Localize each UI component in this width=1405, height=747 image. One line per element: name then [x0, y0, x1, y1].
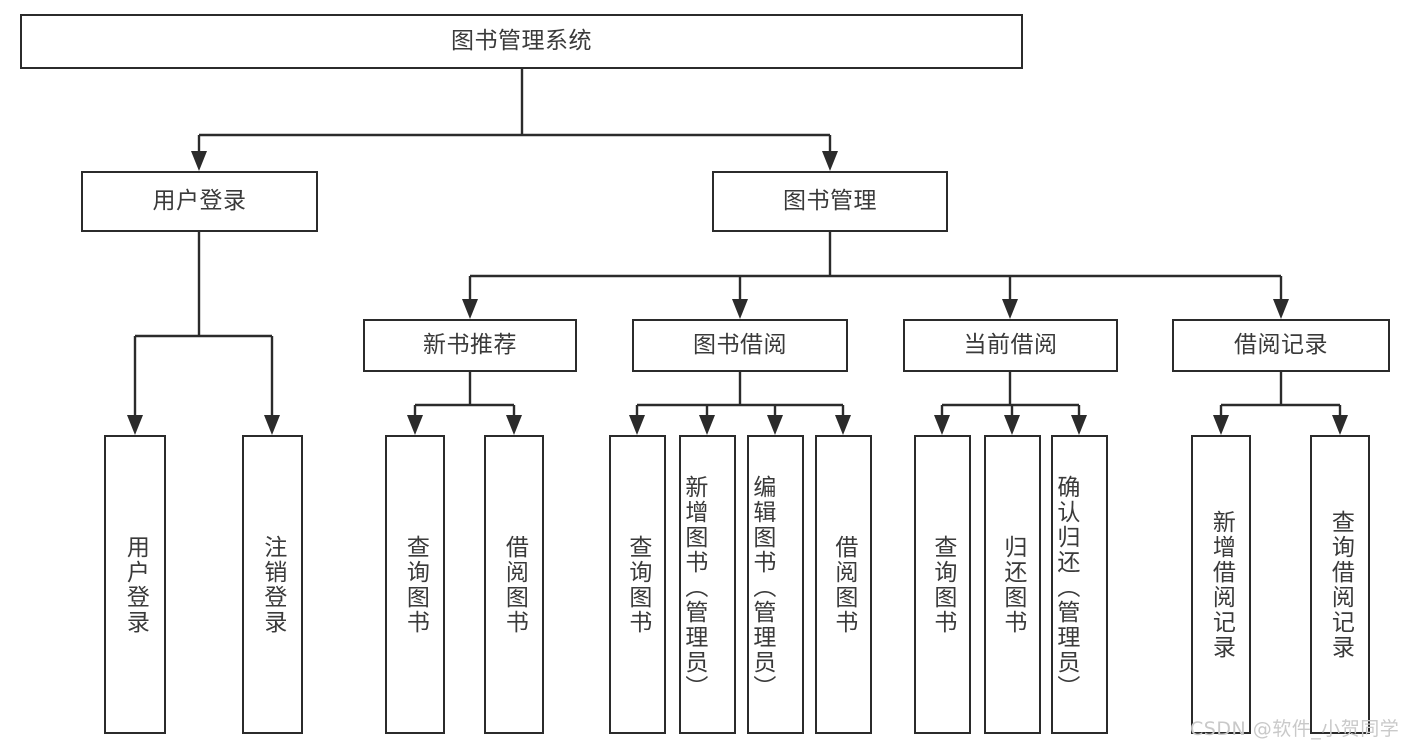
node-label: 编辑图书（管理员）: [748, 475, 775, 700]
node-label: 查询图书: [624, 534, 651, 635]
arrow-head-icon-book-borrow-to-leaves-1: [699, 415, 715, 435]
node-label: 查询借阅记录: [1327, 509, 1354, 660]
node-new-book-recommend: 新书推荐: [363, 319, 577, 372]
arrow-head-icon-current-borrow-to-leaves-1: [1004, 415, 1020, 435]
node-label: 用户登录: [122, 534, 149, 635]
node-label: 借阅图书: [830, 534, 857, 635]
arrow-head-icon-root-to-level2-0: [191, 151, 207, 171]
node-label: 归还图书: [999, 534, 1026, 635]
node-user-login: 用户登录: [81, 171, 318, 232]
node-book-management: 图书管理: [712, 171, 948, 232]
node-leaf-borrow-book-borrow: 借阅图书: [815, 435, 872, 734]
node-label: 新增借阅记录: [1208, 509, 1235, 660]
node-label: 借阅记录: [1234, 332, 1328, 358]
node-label: 注销登录: [259, 534, 286, 635]
arrow-head-icon-root-to-level2-1: [822, 151, 838, 171]
node-label: 当前借阅: [963, 332, 1058, 358]
node-leaf-query-book-recommend: 查询图书: [385, 435, 445, 734]
node-leaf-return-book: 归还图书: [984, 435, 1041, 734]
arrow-head-icon-user-login-to-leaves-1: [264, 415, 280, 435]
arrow-head-icon-current-borrow-to-leaves-0: [934, 415, 950, 435]
arrow-head-icon-book-borrow-to-leaves-3: [835, 415, 851, 435]
node-current-borrow: 当前借阅: [903, 319, 1118, 372]
node-label: 查询图书: [402, 534, 429, 635]
node-leaf-confirm-return-admin: 确认归还（管理员）: [1051, 435, 1108, 734]
node-label: 用户登录: [152, 188, 247, 214]
node-leaf-user-login: 用户登录: [104, 435, 166, 734]
arrow-head-icon-book-management-to-level3-0: [462, 299, 478, 319]
node-label: 新增图书（管理员）: [680, 475, 707, 700]
node-book-borrow: 图书借阅: [632, 319, 848, 372]
node-label: 新书推荐: [423, 332, 517, 358]
node-leaf-logout-login: 注销登录: [242, 435, 303, 734]
node-root: 图书管理系统: [20, 14, 1023, 69]
node-label: 查询图书: [929, 534, 956, 635]
node-leaf-edit-book-admin: 编辑图书（管理员）: [747, 435, 804, 734]
arrow-head-icon-book-management-to-level3-1: [732, 299, 748, 319]
arrow-head-icon-new-book-recommend-to-leaves-1: [506, 415, 522, 435]
node-label: 图书管理系统: [451, 28, 592, 54]
node-leaf-add-book-admin: 新增图书（管理员）: [679, 435, 736, 734]
arrow-head-icon-current-borrow-to-leaves-2: [1071, 415, 1087, 435]
node-leaf-query-book-borrow: 查询图书: [609, 435, 666, 734]
node-label: 图书管理: [783, 188, 877, 214]
arrow-head-icon-book-management-to-level3-2: [1002, 299, 1018, 319]
csdn-watermark: CSDN @软件_小贺同学: [1190, 718, 1400, 740]
arrow-head-icon-user-login-to-leaves-0: [127, 415, 143, 435]
arrow-head-icon-book-borrow-to-leaves-0: [629, 415, 645, 435]
node-label: 借阅图书: [501, 534, 528, 635]
node-label: 图书借阅: [693, 332, 787, 358]
arrow-head-icon-borrow-record-to-leaves-0: [1213, 415, 1229, 435]
arrow-head-icon-new-book-recommend-to-leaves-0: [407, 415, 423, 435]
arrow-head-icon-book-management-to-level3-3: [1273, 299, 1289, 319]
node-leaf-add-borrow-record: 新增借阅记录: [1191, 435, 1251, 734]
arrow-head-icon-borrow-record-to-leaves-1: [1332, 415, 1348, 435]
node-label: 确认归还（管理员）: [1052, 475, 1079, 700]
arrow-head-icon-book-borrow-to-leaves-2: [767, 415, 783, 435]
node-leaf-query-borrow-record: 查询借阅记录: [1310, 435, 1370, 734]
node-borrow-record: 借阅记录: [1172, 319, 1390, 372]
node-leaf-borrow-book-recommend: 借阅图书: [484, 435, 544, 734]
node-leaf-query-book-current: 查询图书: [914, 435, 971, 734]
